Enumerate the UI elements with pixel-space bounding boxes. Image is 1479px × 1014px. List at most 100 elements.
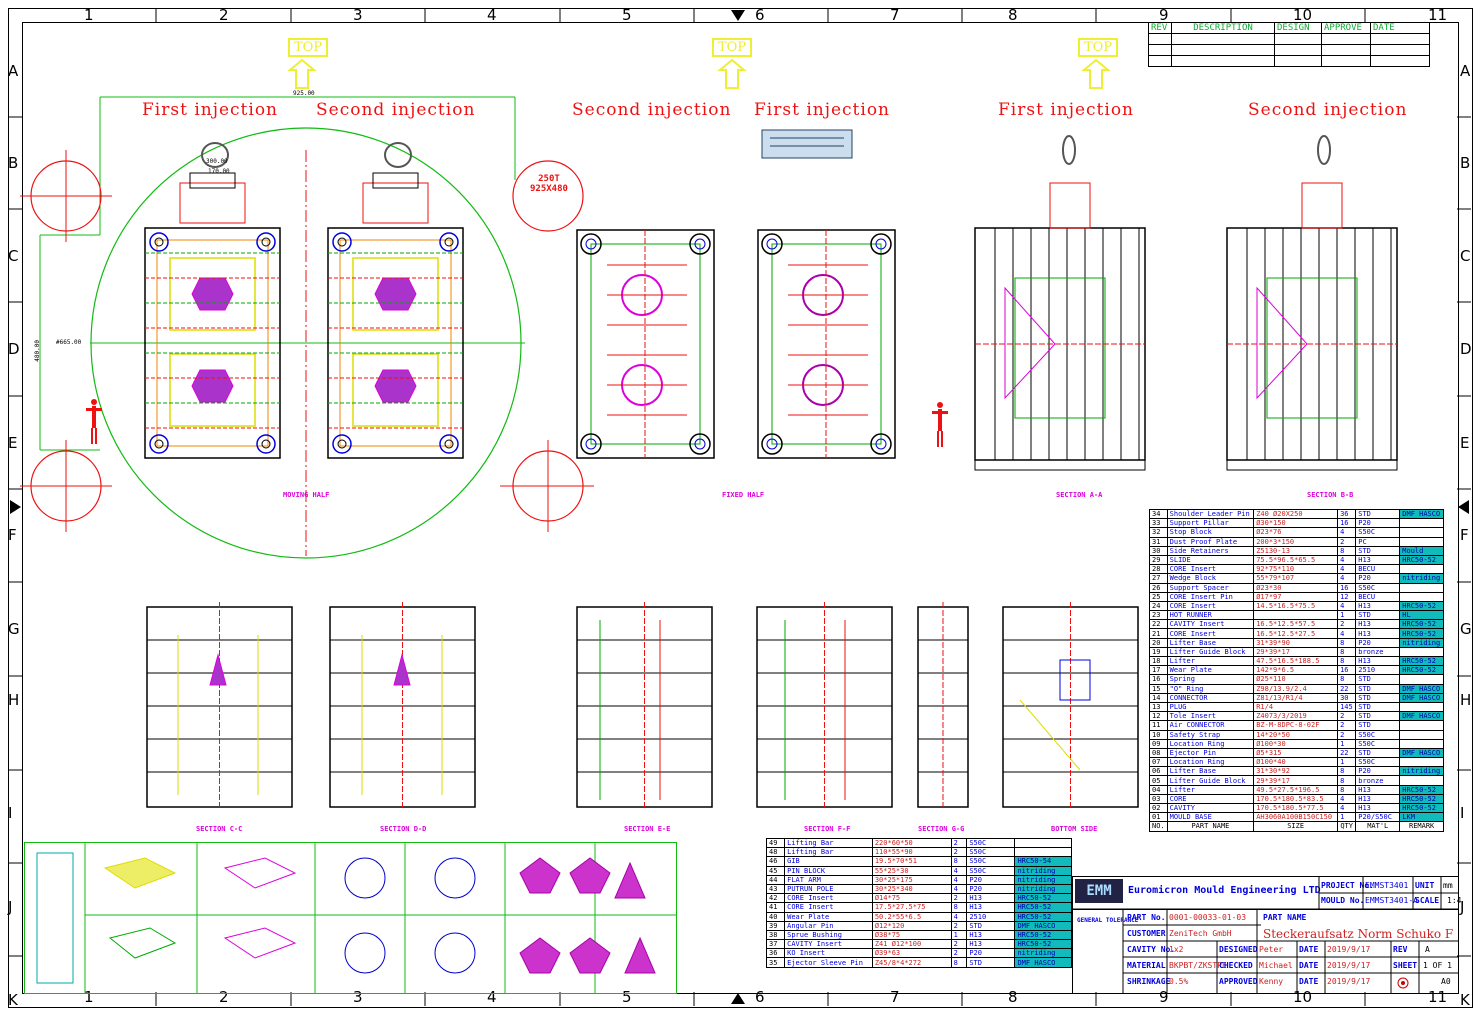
zone-row-J: J [1460,898,1465,916]
bom-cell [1399,518,1444,529]
bom-cell: 14 [1149,692,1168,703]
sheet-label: SHEET [1393,961,1418,970]
zone-row-I: I [1460,804,1465,822]
part-name-label: PART NAME [1263,913,1307,922]
cavity: 1x2 [1169,945,1184,954]
bom-cell: DMF HASCO [1399,683,1444,694]
bom-cell: 29 [1149,554,1168,566]
bom-cell: P20 [1355,766,1401,777]
bom-cell: STD [1355,683,1401,694]
parts-3d-illustrations [36,843,676,993]
bom-cell: HRC50-52 [1399,665,1444,676]
bom-cell: 20 [1149,637,1168,648]
bom-cell: P20 [1355,637,1401,648]
bom-cell: S50C [1355,757,1401,768]
bom-cell: 200*3*150 [1253,536,1339,547]
top-marker-3: TOP [1078,38,1119,57]
bom-cell: 8 [1337,674,1357,685]
bom-cell: Lifting Bar [784,837,873,849]
bom-cell: 16.5*12.5*57.5 [1253,619,1339,630]
bom-cell: 03 [1149,793,1168,805]
bom-cell: S50C [1355,729,1401,740]
bom-cell [1253,610,1339,621]
bom-cell: KO Insert [784,948,873,959]
bom-cell: 06 [1149,766,1168,777]
bom-cell: 16 [1337,665,1357,676]
bom-cell: Lifter Base [1166,637,1255,648]
zone-col-7: 7 [890,988,900,1006]
bom-cell: Ø17*97 [1253,591,1339,602]
bom-cell: nitriding [1014,865,1072,876]
zone-col-11: 11 [1428,6,1448,24]
label-fixed-first-injection: First injection [754,100,891,120]
bom-cell: 27 [1149,573,1168,584]
bom-cell: 170.5*180.5*77.5 [1253,802,1339,814]
zone-row-H: H [8,691,20,709]
label-section-second-injection: Second injection [1248,100,1408,120]
bom-cell: Support Spacer [1166,582,1255,593]
bom-cell: 25 [1149,591,1168,602]
zone-col-5: 5 [622,988,632,1006]
bom-cell: 36 [765,948,786,959]
sheet-size: A0 [1441,977,1451,986]
bom-cell: HRC50-52 [1399,784,1444,795]
view-label-section-ff: SECTION F-F [804,825,851,833]
zone-col-1: 1 [84,988,94,1006]
zone-col-7: 7 [890,6,900,24]
bom-cell: Ø5*315 [1253,747,1339,759]
checked-label: CHECKED [1219,961,1253,970]
view-label-section-ee: SECTION E-E [624,825,671,833]
bom-cell: CONNECTOR [1166,692,1255,703]
bom-cell: nitriding [1014,874,1072,885]
bom-cell: 110*55*90 [871,847,952,858]
bom-cell: 2 [1337,711,1357,722]
bom-cell: bronze [1355,646,1401,658]
bom-cell: CAVITY [1166,802,1255,814]
bom-cell: 19.5*70*51 [871,856,952,867]
bom-cell [1399,738,1444,749]
rev-header-rev: REV [1148,22,1172,34]
material-label: MATERIAL [1127,961,1166,970]
bom-cell: 05 [1149,775,1168,786]
bom-cell: S50C [1355,582,1401,593]
bom-cell: 13 [1149,701,1168,713]
cavity-label: CAVITY No. [1127,945,1176,954]
zone-col-3: 3 [353,988,363,1006]
bom-cell [1399,591,1444,602]
zone-row-C: C [8,247,19,265]
bom-cell: Z4073/3/2019 [1253,711,1339,722]
project-no: EMMST3401 [1365,881,1409,890]
bom-cell: CORE Insert [1166,600,1255,612]
bom-cell: 2 [950,939,968,950]
top-marker-2: TOP [712,38,753,57]
date-2: 2019/9/17 [1327,961,1371,970]
bom-cell: P20 [1355,573,1401,584]
bom-cell: 145 [1337,701,1357,713]
bom-cell: 31*39*90 [1253,637,1339,648]
bom-cell: Z45/8*4*272 [871,957,952,968]
bom-cell: 55*25*30 [871,865,952,876]
bom-cell: 37 [765,939,786,950]
bom-cell: DMF HASCO [1399,711,1444,722]
zone-row-E: E [1460,434,1470,452]
bom-cell: H13 [1355,802,1401,814]
mould-no-label: MOULD No. [1321,896,1365,905]
unit-value: mm [1443,881,1453,890]
bom-cell: 2 [950,920,968,931]
bom-cell: 2 [1337,536,1357,547]
bom-cell: 2 [1337,729,1357,740]
bom-cell: Location Ring [1166,738,1255,749]
bom-cell: 47.5*16.5*188.5 [1253,655,1339,667]
